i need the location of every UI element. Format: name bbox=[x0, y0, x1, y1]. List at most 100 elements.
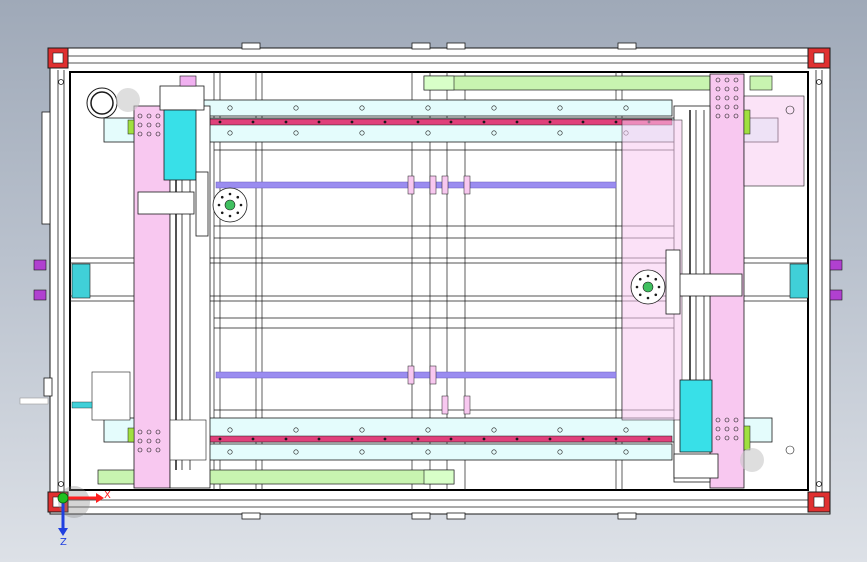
bolt-hole bbox=[724, 104, 730, 110]
bolt-hole bbox=[425, 130, 431, 136]
bolt-hole bbox=[733, 113, 739, 119]
right-carriage bbox=[621, 73, 805, 489]
bolt-hole bbox=[155, 438, 161, 444]
spool-top-left bbox=[86, 87, 118, 119]
bolt-hole bbox=[724, 426, 730, 432]
bolt-hole bbox=[581, 120, 585, 124]
bolt-hole bbox=[491, 105, 497, 111]
bolt-hole bbox=[425, 105, 431, 111]
bolt-hole bbox=[557, 130, 563, 136]
bolt-hole bbox=[293, 449, 299, 455]
bolt-hole bbox=[623, 449, 629, 455]
bolt-hole bbox=[317, 120, 321, 124]
bolt-hole bbox=[733, 417, 739, 423]
bolt-hole bbox=[236, 195, 240, 199]
bolt-hole bbox=[724, 86, 730, 92]
bolt-hole bbox=[724, 417, 730, 423]
green-belts bbox=[97, 75, 773, 485]
bolt-hole bbox=[251, 120, 255, 124]
bolt-hole bbox=[293, 105, 299, 111]
roller-upper bbox=[215, 181, 617, 189]
bolt-hole bbox=[137, 113, 143, 119]
bolt-hole bbox=[715, 104, 721, 110]
bolt-hole bbox=[548, 437, 552, 441]
bolt-hole bbox=[724, 95, 730, 101]
x-axis-label: X bbox=[104, 490, 111, 501]
bolt-hole bbox=[646, 274, 650, 278]
green-belt-top bbox=[423, 75, 711, 91]
bolt-hole bbox=[733, 77, 739, 83]
pulley-left bbox=[212, 187, 248, 223]
bolt-hole bbox=[137, 429, 143, 435]
bolt-hole bbox=[491, 449, 497, 455]
bolt-hole bbox=[724, 77, 730, 83]
bolt-hole bbox=[227, 427, 233, 433]
bolt-hole bbox=[733, 95, 739, 101]
corner-blocks bbox=[47, 47, 831, 513]
motor-left bbox=[163, 109, 197, 181]
pink-belt-upper bbox=[205, 118, 673, 126]
bolt-hole bbox=[220, 211, 224, 215]
bolt-hole bbox=[733, 104, 739, 110]
bolt-hole bbox=[350, 120, 354, 124]
bolt-hole bbox=[228, 192, 232, 196]
bolt-hole bbox=[548, 120, 552, 124]
bolt-hole bbox=[623, 427, 629, 433]
bolt-hole bbox=[715, 95, 721, 101]
bolt-hole bbox=[647, 437, 651, 441]
bolt-hole bbox=[359, 427, 365, 433]
bolt-hole bbox=[724, 113, 730, 119]
bolt-hole bbox=[359, 130, 365, 136]
bolt-hole bbox=[614, 437, 618, 441]
bolt-hole bbox=[482, 437, 486, 441]
bolt-hole bbox=[715, 435, 721, 441]
bolt-hole bbox=[654, 293, 658, 297]
bolt-hole bbox=[217, 203, 221, 207]
bolt-hole bbox=[715, 426, 721, 432]
bolt-hole bbox=[317, 437, 321, 441]
bolt-hole bbox=[146, 122, 152, 128]
bolt-hole bbox=[715, 77, 721, 83]
bolt-hole bbox=[284, 120, 288, 124]
bolt-hole bbox=[137, 122, 143, 128]
bolt-hole bbox=[425, 427, 431, 433]
bolt-hole bbox=[137, 447, 143, 453]
bolt-hole bbox=[146, 447, 152, 453]
bolt-hole bbox=[293, 130, 299, 136]
bolt-hole bbox=[383, 437, 387, 441]
bolt-hole bbox=[228, 214, 232, 218]
bolt-hole bbox=[416, 437, 420, 441]
bolt-hole bbox=[733, 435, 739, 441]
bolt-hole bbox=[654, 277, 658, 281]
bolt-hole bbox=[425, 449, 431, 455]
bolt-hole bbox=[482, 120, 486, 124]
bolt-hole bbox=[449, 437, 453, 441]
bolt-hole bbox=[155, 447, 161, 453]
bolt-hole bbox=[515, 120, 519, 124]
bolt-hole bbox=[284, 437, 288, 441]
corner-block-top-left bbox=[47, 47, 69, 69]
side-clamps bbox=[33, 259, 843, 301]
rollers bbox=[215, 175, 617, 415]
bolt-hole bbox=[635, 285, 639, 289]
bolt-hole bbox=[239, 203, 243, 207]
bolt-hole bbox=[155, 429, 161, 435]
bolt-hole bbox=[491, 130, 497, 136]
bolt-hole bbox=[146, 438, 152, 444]
bolt-hole bbox=[657, 285, 661, 289]
bolt-hole bbox=[715, 86, 721, 92]
bolt-hole bbox=[155, 113, 161, 119]
bolt-hole bbox=[293, 427, 299, 433]
bolt-hole bbox=[733, 426, 739, 432]
bolt-hole bbox=[416, 120, 420, 124]
bolt-hole bbox=[383, 120, 387, 124]
axis-triad: X Z bbox=[57, 486, 111, 548]
corner-block-top-right bbox=[807, 47, 831, 69]
bolt-hole bbox=[557, 105, 563, 111]
bolt-hole bbox=[557, 449, 563, 455]
bolt-hole bbox=[515, 437, 519, 441]
bolt-hole bbox=[146, 429, 152, 435]
bolt-hole bbox=[227, 449, 233, 455]
bolt-hole bbox=[137, 438, 143, 444]
